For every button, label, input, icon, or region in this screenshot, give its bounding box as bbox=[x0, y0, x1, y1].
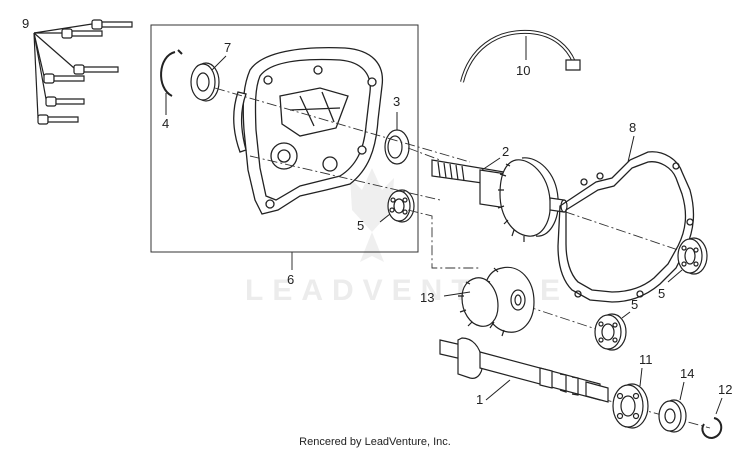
sensor-cable bbox=[462, 32, 580, 82]
seal-14 bbox=[659, 382, 686, 432]
callout-5-right: 5 bbox=[658, 286, 665, 301]
callout-8: 8 bbox=[629, 120, 636, 135]
callout-7: 7 bbox=[224, 40, 231, 55]
intermediate-gear bbox=[444, 267, 534, 336]
bolt bbox=[74, 65, 118, 74]
bearing-11 bbox=[613, 368, 648, 428]
callout-5-upper: 5 bbox=[357, 218, 364, 233]
callout-4: 4 bbox=[162, 116, 169, 131]
bolt bbox=[44, 74, 84, 83]
bolt bbox=[38, 115, 78, 124]
circlip bbox=[161, 50, 182, 115]
callout-14: 14 bbox=[680, 366, 694, 381]
oil-seal bbox=[385, 112, 409, 164]
leader-lines-9 bbox=[34, 24, 92, 118]
bolt bbox=[46, 97, 84, 106]
callout-2: 2 bbox=[502, 144, 509, 159]
footer-credit: Rencered by LeadVenture, Inc. bbox=[299, 436, 451, 448]
watermark-logo bbox=[350, 168, 394, 262]
bearing-5-lower bbox=[595, 312, 630, 350]
primary-shaft bbox=[440, 338, 608, 402]
callout-9: 9 bbox=[22, 16, 29, 31]
transmission-cover bbox=[234, 48, 383, 214]
callouts: 9 7 4 3 5 6 10 2 8 5 13 5 11 14 12 1 bbox=[22, 16, 732, 407]
callout-1: 1 bbox=[476, 392, 483, 407]
callout-10: 10 bbox=[516, 63, 530, 78]
circlip-12 bbox=[702, 398, 722, 438]
bearing-5-upper bbox=[380, 190, 414, 222]
callout-12: 12 bbox=[718, 382, 732, 397]
bearing-7 bbox=[191, 56, 226, 101]
bolt-set bbox=[34, 20, 132, 124]
bolt bbox=[62, 29, 102, 38]
callout-6: 6 bbox=[287, 272, 294, 287]
callout-5-lower: 5 bbox=[631, 297, 638, 312]
callout-11: 11 bbox=[639, 352, 653, 367]
bolt bbox=[92, 20, 132, 29]
secondary-shaft-gear bbox=[432, 158, 567, 242]
callout-3: 3 bbox=[393, 94, 400, 109]
callout-13: 13 bbox=[420, 290, 434, 305]
bearing-5-right bbox=[668, 238, 707, 282]
assembly-frame bbox=[150, 24, 419, 253]
